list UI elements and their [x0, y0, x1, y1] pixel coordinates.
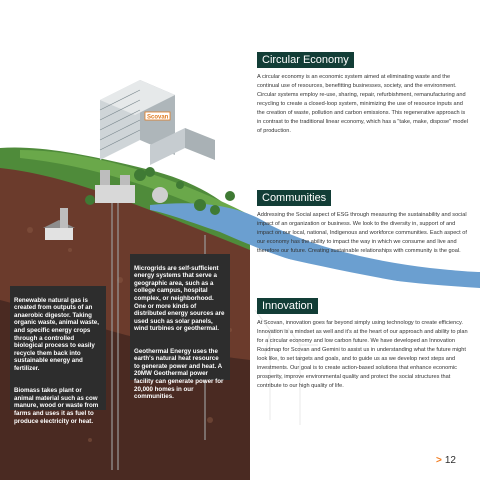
chevron-right-icon: >: [436, 455, 442, 466]
section-title-circular-economy: Circular Economy: [257, 52, 354, 68]
building-sign: Scovan: [147, 115, 169, 121]
wind-turbines: [254, 309, 318, 425]
industrial-plant: [95, 170, 168, 203]
section-body-communities: Addressing the Social aspect of ESG thro…: [257, 212, 467, 254]
section-title-innovation: Innovation: [257, 298, 318, 314]
page-number-value: 12: [444, 455, 456, 466]
renewable-gas-text: Renewable natural gas is created from ou…: [14, 296, 99, 372]
section-title-communities: Communities: [257, 190, 332, 206]
callout-center: Microgrids are self-sufficient energy sy…: [130, 254, 230, 400]
grass-highlight: [20, 150, 250, 230]
section-body-circular-economy: A circular economy is an economic system…: [257, 74, 468, 134]
geothermal-text: Geothermal Energy uses the earth's natur…: [134, 347, 224, 401]
microgrids-text: Microgrids are self-sufficient energy sy…: [134, 264, 225, 333]
section-body-innovation: At Scovan, innovation goes far beyond si…: [257, 320, 468, 389]
river: [150, 203, 480, 288]
farm-buildings: [43, 208, 75, 240]
trees: [85, 167, 235, 215]
biomass-text: Biomass takes plant or animal material s…: [14, 387, 99, 425]
page-number: >12: [436, 454, 468, 468]
office-buildings: [99, 80, 215, 165]
callout-left: Renewable natural gas is created from ou…: [10, 286, 106, 425]
